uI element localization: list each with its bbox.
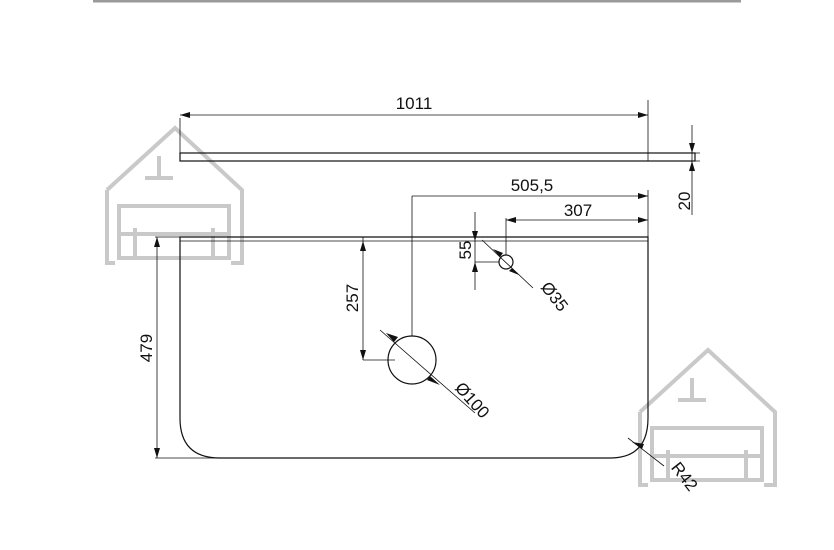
dim-drain-diameter-label: Ø100 — [451, 379, 493, 423]
dimension-drain-depth: 257 — [343, 237, 395, 361]
dim-depth-label: 479 — [137, 334, 156, 362]
dim-drain-offset-label: 505,5 — [511, 176, 554, 195]
small-hole — [481, 239, 534, 289]
dimension-total-width: 1011 — [179, 94, 649, 153]
dim-corner-radius-label: R42 — [667, 458, 701, 494]
dim-small-hole-offset-label: 307 — [564, 201, 592, 220]
dim-small-hole-depth-label: 55 — [456, 241, 475, 260]
house-sofa-watermark-icon — [105, 126, 244, 265]
dim-small-hole-diameter-label: Ø35 — [537, 278, 572, 315]
countertop-outline — [179, 236, 649, 459]
dimension-thickness: 20 — [648, 125, 700, 215]
dimension-drain-offset: 505,5 — [411, 176, 649, 336]
dim-drain-depth-label: 257 — [343, 284, 362, 312]
dim-thickness-label: 20 — [675, 192, 694, 211]
dimension-small-hole-depth: 55 — [456, 212, 499, 290]
dimension-small-hole-offset: 307 — [505, 201, 648, 255]
top-strip-view — [179, 152, 696, 162]
dim-total-width-label: 1011 — [396, 94, 433, 113]
house-sofa-watermark-icon — [638, 348, 777, 487]
dimension-depth: 479 — [137, 236, 220, 459]
